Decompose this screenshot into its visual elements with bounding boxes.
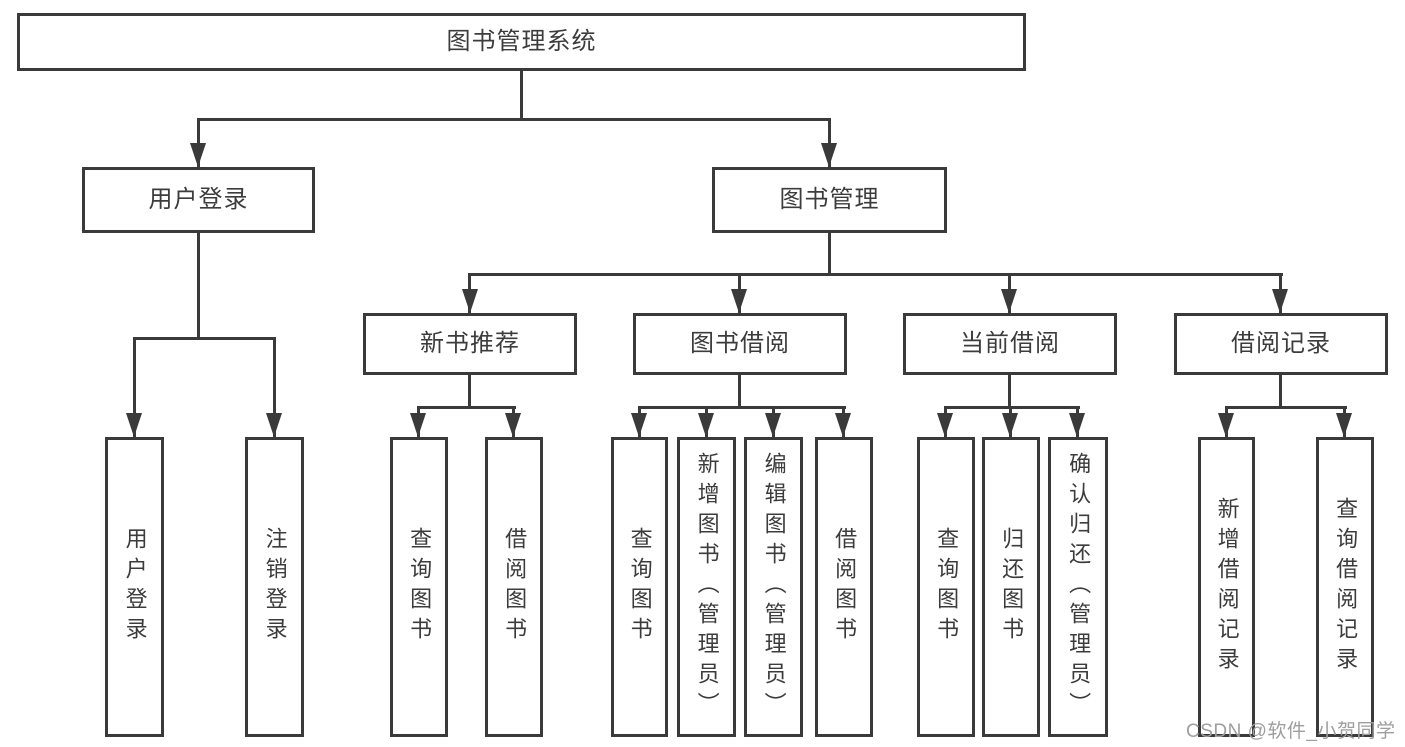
node-label: 查询借阅记录 — [1333, 497, 1359, 677]
leaf-user-login: 用户登录 — [105, 437, 164, 737]
node-label: 注销登录 — [262, 527, 288, 647]
connector-line — [133, 337, 276, 340]
node-label: 归还图书 — [999, 527, 1025, 647]
leaf-confirm-return-admin: 确认归还（管理员） — [1048, 437, 1108, 737]
arrowhead-down — [698, 413, 714, 437]
arrowhead-down — [1069, 413, 1085, 437]
leaf-query-books-borrowing: 查询图书 — [611, 437, 668, 737]
arrowhead-down — [266, 413, 282, 437]
leaf-add-borrow-record: 新增借阅记录 — [1198, 437, 1255, 737]
node-book-management: 图书管理 — [712, 167, 947, 233]
connector-line — [828, 118, 831, 167]
node-new-book-recommendation: 新书推荐 — [363, 313, 577, 375]
connector-line — [1225, 406, 1347, 409]
arrowhead-down — [1336, 413, 1352, 437]
connector-line — [738, 375, 741, 409]
connector-line — [944, 406, 1080, 409]
connector-line — [638, 406, 846, 409]
arrowhead-down — [731, 289, 747, 313]
arrowhead-down — [410, 413, 426, 437]
node-label: 用户登录 — [122, 527, 148, 647]
csdn-watermark: CSDN @软件_小贺同学 — [1186, 721, 1396, 742]
connector-line — [828, 233, 831, 276]
arrowhead-down — [765, 413, 781, 437]
arrowhead-down — [821, 143, 837, 167]
leaf-query-books-current: 查询图书 — [917, 437, 975, 737]
arrowhead-down — [462, 289, 478, 313]
node-label: 新增图书（管理员） — [694, 452, 720, 722]
connector-line — [1008, 375, 1011, 409]
arrowhead-down — [1272, 289, 1288, 313]
node-borrowing-records: 借阅记录 — [1174, 313, 1388, 375]
node-label: 查询图书 — [627, 527, 653, 647]
leaf-edit-books-admin: 编辑图书（管理员） — [744, 437, 803, 737]
connector-line — [197, 118, 831, 121]
arrowhead-down — [505, 413, 521, 437]
node-label: 确认归还（管理员） — [1066, 452, 1092, 722]
leaf-logout: 注销登录 — [245, 437, 304, 737]
arrowhead-down — [835, 413, 851, 437]
connector-line — [273, 337, 276, 437]
node-label: 图书借阅 — [690, 330, 790, 357]
connector-line — [1279, 375, 1282, 409]
node-label: 用户登录 — [148, 186, 249, 213]
connector-line — [468, 273, 1283, 276]
leaf-add-books-admin: 新增图书（管理员） — [677, 437, 736, 737]
arrowhead-down — [1001, 289, 1017, 313]
node-label: 图书管理 — [779, 186, 880, 213]
connector-line — [197, 233, 200, 340]
connector-line — [133, 337, 136, 437]
node-label: 借阅图书 — [832, 527, 858, 647]
node-library-management-system: 图书管理系统 — [17, 13, 1026, 71]
arrowhead-down — [126, 413, 142, 437]
node-label: 新增借阅记录 — [1214, 497, 1240, 677]
node-label: 当前借阅 — [960, 330, 1060, 357]
node-book-borrowing: 图书借阅 — [633, 313, 847, 375]
node-label: 图书管理系统 — [446, 28, 597, 55]
leaf-query-books-recommend: 查询图书 — [390, 437, 448, 737]
connector-line — [197, 118, 200, 167]
node-label: 借阅图书 — [502, 527, 528, 647]
leaf-return-books: 归还图书 — [982, 437, 1040, 737]
leaf-borrow-books-recommend: 借阅图书 — [485, 437, 543, 737]
node-label: 查询图书 — [407, 527, 433, 647]
node-user-login: 用户登录 — [82, 167, 315, 233]
arrowhead-down — [1002, 413, 1018, 437]
node-label: 借阅记录 — [1231, 330, 1331, 357]
leaf-borrow-books-borrowing: 借阅图书 — [815, 437, 873, 737]
node-label: 编辑图书（管理员） — [761, 452, 787, 722]
arrowhead-down — [190, 143, 206, 167]
arrowhead-down — [937, 413, 953, 437]
arrowhead-down — [1218, 413, 1234, 437]
connector-line — [468, 375, 471, 409]
leaf-query-borrow-record: 查询借阅记录 — [1316, 437, 1374, 737]
node-label: 新书推荐 — [420, 330, 520, 357]
node-current-borrowing: 当前借阅 — [903, 313, 1117, 375]
connector-line — [520, 70, 523, 121]
connector-line — [417, 406, 516, 409]
node-label: 查询图书 — [934, 527, 960, 647]
arrowhead-down — [631, 413, 647, 437]
